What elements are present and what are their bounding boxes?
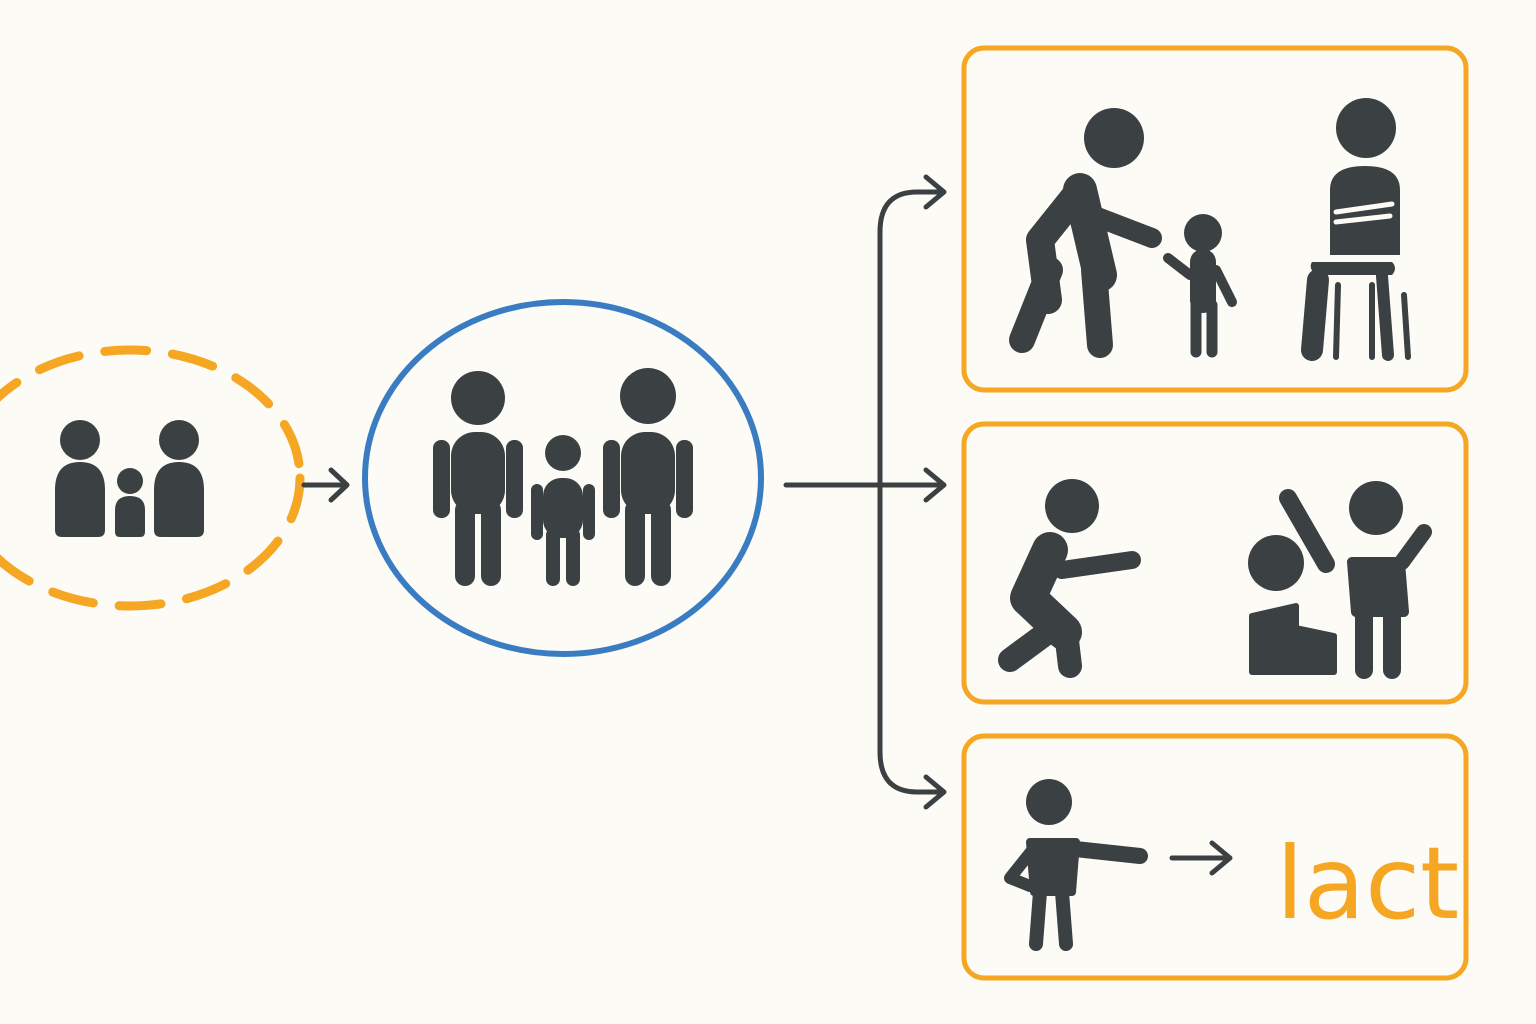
panel-caregiving: [961, 45, 1469, 393]
panel-action: lact: [961, 733, 1469, 981]
family-icon: [55, 420, 204, 537]
action-label: lact: [1276, 825, 1459, 942]
arrow-to-family-group: [301, 467, 350, 503]
adult-guiding-child-icon: [1009, 108, 1237, 358]
dashed-ellipse: [0, 345, 305, 611]
seated-adult-arms-crossed-icon: [1301, 98, 1411, 361]
solid-ellipse: [362, 299, 764, 657]
family-standing-icon: [433, 368, 693, 586]
raised-hand-pair-icon: [1248, 481, 1432, 679]
branch-connector: [783, 174, 947, 810]
panel-interaction: [961, 421, 1469, 705]
family-group-node: [362, 299, 764, 657]
pointing-person-icon: [1004, 779, 1148, 951]
crouching-reaching-icon: [998, 479, 1141, 678]
panel-border: [961, 45, 1469, 393]
panel-border: [961, 421, 1469, 705]
arrow-right-icon: [1169, 840, 1233, 876]
panel-border: [961, 733, 1469, 981]
small-family-node: [0, 345, 305, 611]
